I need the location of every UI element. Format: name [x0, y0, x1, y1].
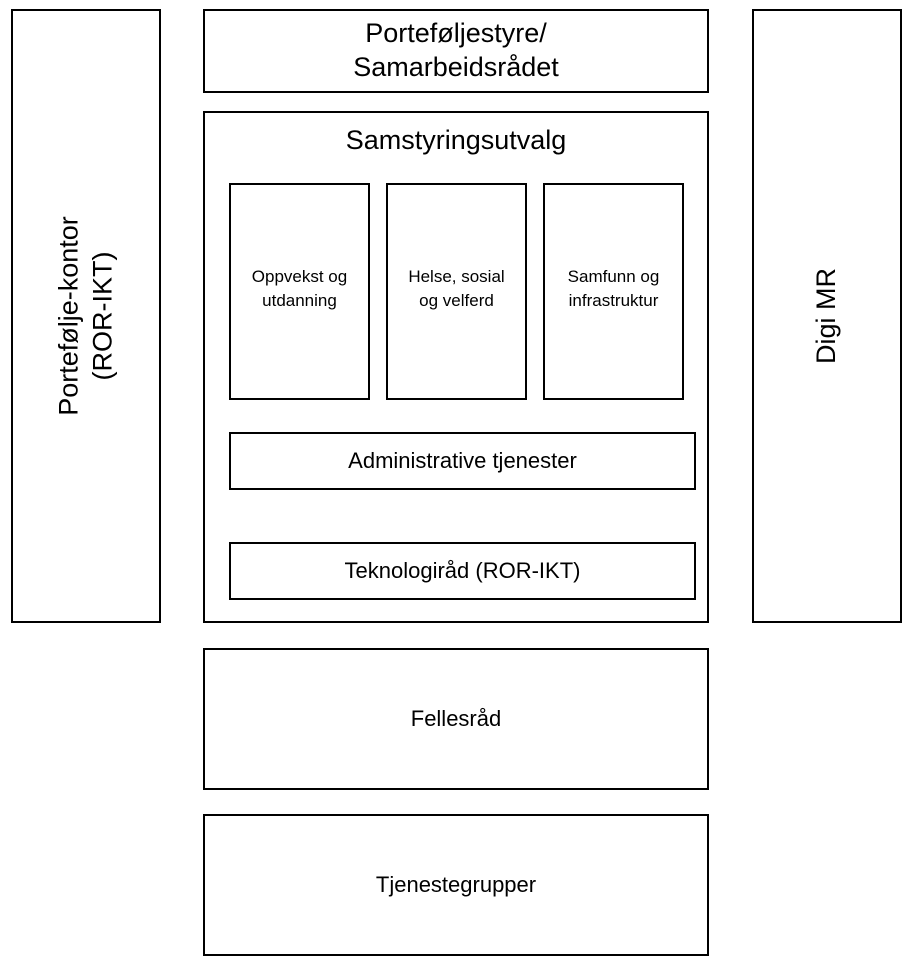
sector-education-box: Oppvekst og utdanning [229, 183, 370, 400]
coordination-committee-title: Samstyringsutvalg [345, 125, 567, 155]
administrative-services-label: Administrative tjenester [348, 448, 577, 473]
digi-mr-box: Digi MR [752, 9, 902, 623]
sector-health-box: Helse, sosial og velferd [386, 183, 527, 400]
portfolio-office-box: Portefølje-kontor (ROR-IKT) [11, 9, 161, 623]
portfolio-board-label: Porteføljestyre/ Samarbeidsrådet [353, 18, 559, 82]
sector-health-label: Helse, sosial og velferd [408, 267, 505, 310]
joint-council-label: Fellesråd [410, 706, 502, 731]
service-groups-box: Tjenestegrupper [203, 814, 709, 956]
joint-council-box: Fellesråd [203, 648, 709, 790]
administrative-services-box: Administrative tjenester [229, 432, 696, 490]
sector-society-label: Samfunn og infrastruktur [567, 267, 660, 310]
portfolio-board-box: Porteføljestyre/ Samarbeidsrådet [203, 9, 709, 93]
sector-education-label: Oppvekst og utdanning [251, 267, 348, 310]
technology-council-box: Teknologiråd (ROR-IKT) [229, 542, 696, 600]
technology-council-label: Teknologiråd (ROR-IKT) [344, 558, 581, 583]
digi-mr-label: Digi MR [811, 267, 842, 365]
sector-society-box: Samfunn og infrastruktur [543, 183, 684, 400]
coordination-committee-box: Samstyringsutvalg Oppvekst og utdanning … [203, 111, 709, 623]
service-groups-label: Tjenestegrupper [375, 872, 537, 897]
portfolio-office-label: Portefølje-kontor (ROR-IKT) [53, 216, 117, 416]
